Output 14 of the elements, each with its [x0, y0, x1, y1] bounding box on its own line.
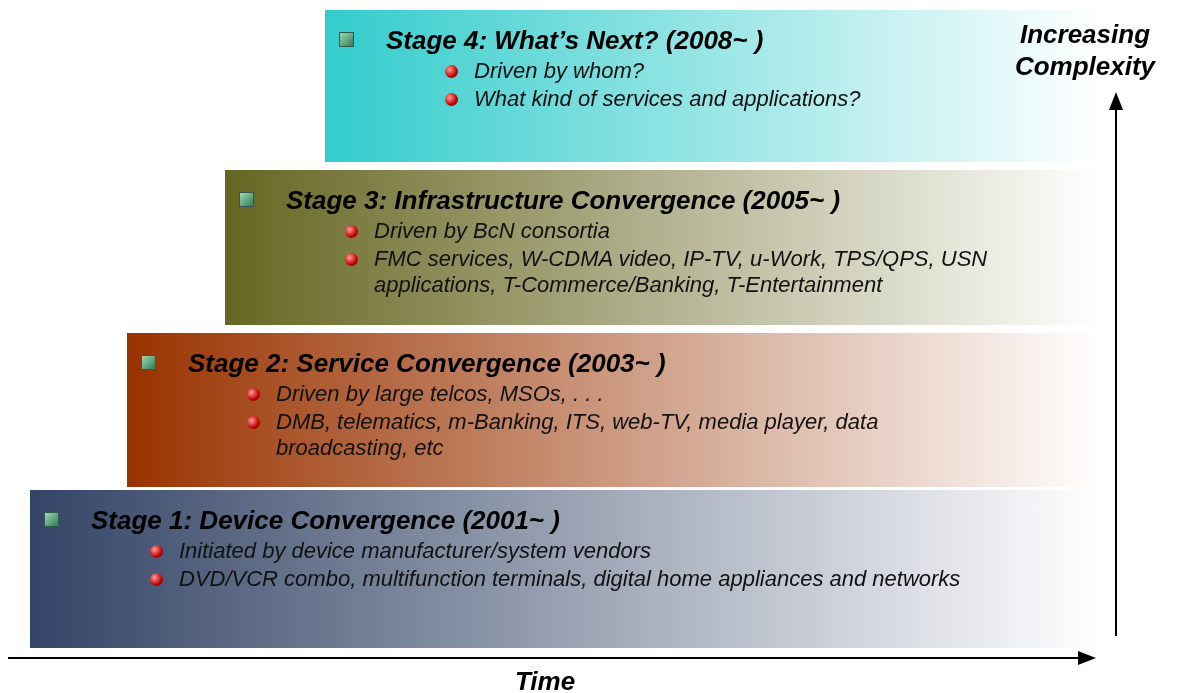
bullet-text: Driven by BcN consortia: [374, 218, 610, 244]
stage-heading: Stage 1: Device Convergence (2001~ ): [91, 504, 560, 536]
stage-heading: Stage 2: Service Convergence (2003~ ): [188, 347, 666, 379]
stage-heading: Stage 3: Infrastructure Convergence (2005~ ): [286, 184, 841, 216]
bullet-text: What kind of services and applications?: [474, 86, 861, 112]
axis-label: Increasing Complexity: [1013, 18, 1157, 82]
axis-label: Time: [513, 665, 577, 693]
bullet-text: FMC services, W-CDMA video, IP-TV, u-Work, TPS/QPS, USN applications, T-Commerce/Banking, T-Entertainment: [374, 246, 989, 298]
bullet-text: Driven by whom?: [474, 58, 644, 84]
bullet-text: DVD/VCR combo, multifunction terminals, digital home appliances and networks: [179, 566, 961, 592]
bullet-text: Initiated by device manufacturer/system vendors: [179, 538, 651, 564]
stage-heading: Stage 4: What’s Next? (2008~ ): [386, 24, 764, 56]
bullet-text: DMB, telematics, m-Banking, ITS, web-TV, media player, data broadcasting, etc: [276, 409, 880, 461]
bullet-text: Driven by large telcos, MSOs, . . .: [276, 381, 604, 407]
